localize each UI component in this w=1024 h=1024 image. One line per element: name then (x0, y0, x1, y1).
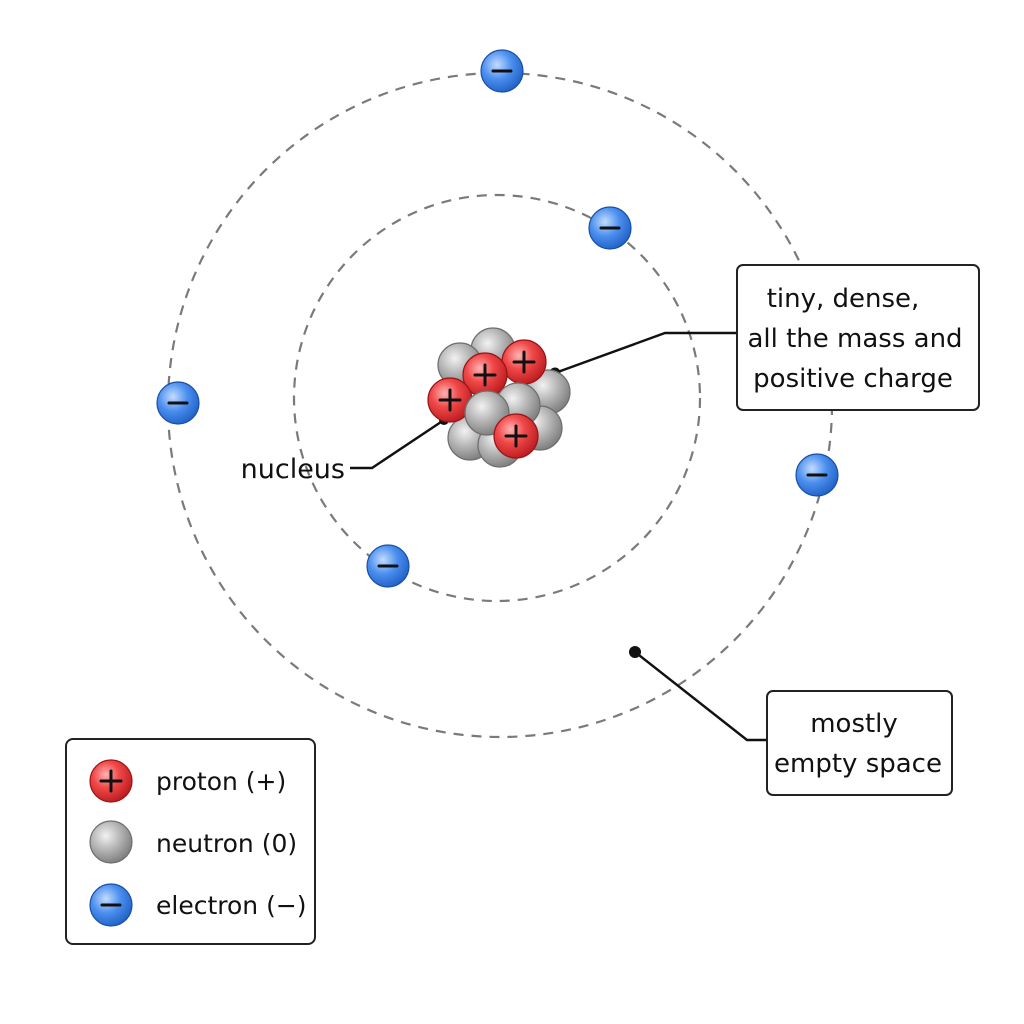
legend-proton-label: proton (+) (156, 767, 286, 796)
nucleus-callout-leader-line (554, 331, 737, 375)
proton-icon (89, 759, 133, 803)
legend: proton (+) neutron (0) electron (−) (65, 738, 316, 945)
proton (493, 413, 539, 459)
proton (501, 339, 547, 385)
electron (588, 206, 632, 250)
nucleus-callout-line-2: all the mass and (747, 324, 962, 354)
electron-icon (89, 883, 133, 927)
nucleus-label: nucleus (241, 454, 345, 485)
nucleus-leader-line (350, 419, 445, 470)
neutron-icon (89, 820, 133, 864)
empty-space-leader-line (634, 651, 767, 742)
empty-space-callout-line-1: mostly (810, 709, 898, 739)
electron (156, 381, 200, 425)
inner-orbit (292, 193, 702, 603)
empty-space-callout-box (766, 690, 953, 796)
nucleus-callout: tiny, dense, all the mass and positive c… (736, 264, 980, 411)
empty-space-callout: mostly empty space (766, 690, 953, 796)
electron (366, 544, 410, 588)
nucleus-callout-box (736, 264, 980, 411)
electron (480, 49, 524, 93)
legend-neutron-label: neutron (0) (156, 829, 297, 858)
nucleus-callout-line-1: tiny, dense, (767, 284, 920, 314)
empty-space-callout-line-2: empty space (774, 749, 942, 779)
empty-space-marker-dot (629, 646, 641, 658)
nucleus-callout-line-3: positive charge (753, 364, 953, 394)
legend-electron-label: electron (−) (156, 891, 307, 920)
nucleus (427, 327, 571, 468)
electron (795, 453, 839, 497)
